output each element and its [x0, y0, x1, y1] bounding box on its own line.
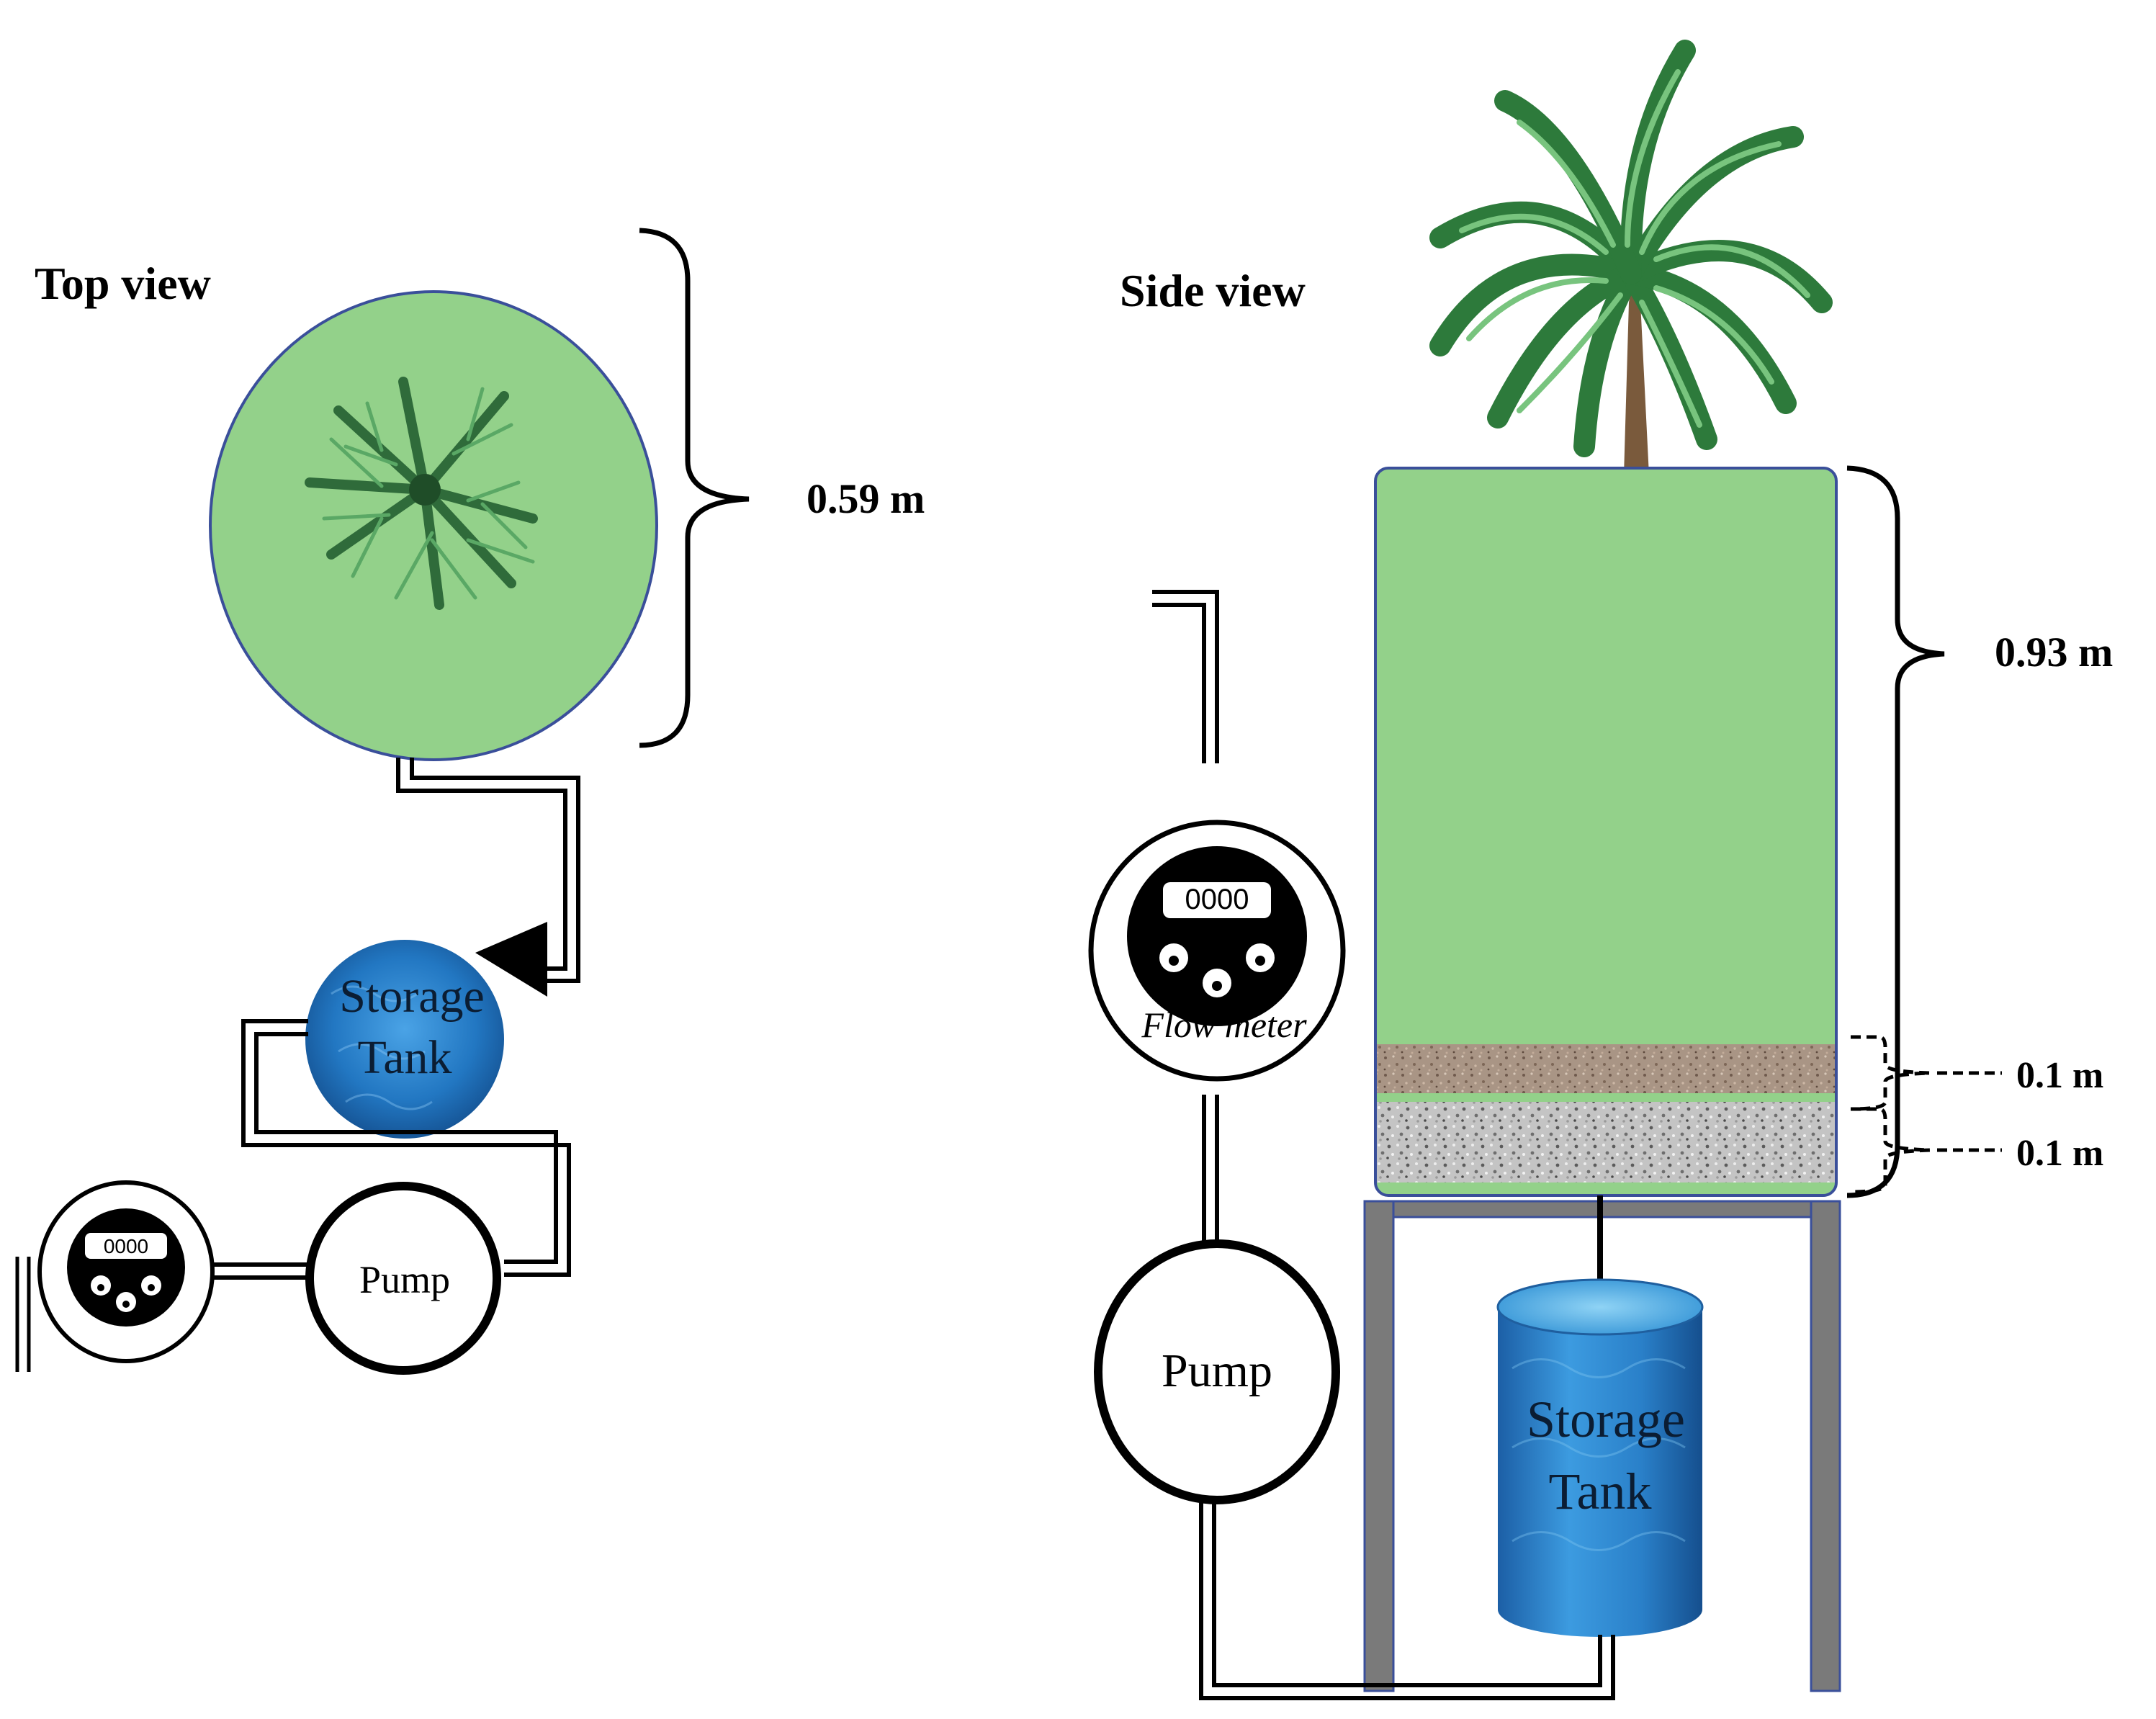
top-view: Top view	[15, 228, 925, 1375]
top-view-dimension-brace	[639, 228, 750, 748]
side-view: Side view	[1088, 40, 2113, 1700]
top-view-title: Top view	[35, 258, 211, 309]
palm-tree-icon	[1429, 40, 1833, 475]
flow-meter-icon: 0000	[67, 1208, 185, 1327]
side-storage-tank-label-line1: Storage	[1527, 1391, 1685, 1448]
flow-meter-label: Flow meter	[1141, 1005, 1307, 1045]
side-view-meter-pipe	[1202, 1095, 1219, 1244]
top-view-pump-label: Pump	[359, 1258, 450, 1301]
planter-stand	[1363, 1200, 1841, 1692]
brown-gravel-layer	[1377, 1044, 1835, 1093]
palm-top-icon	[305, 377, 538, 610]
layer-dimension-braces	[1850, 1035, 2002, 1194]
layer2-label: 0.1 m	[2016, 1133, 2103, 1174]
side-view-height-brace	[1846, 465, 1945, 1198]
top-view-meter-pipe	[202, 1262, 311, 1280]
flow-meter-icon: 0000	[1127, 846, 1307, 1026]
side-view-title: Side view	[1120, 265, 1306, 316]
top-view-inflow-arrow	[475, 922, 547, 997]
side-view-inlet-pipe	[1152, 590, 1219, 763]
top-storage-tank-label-line1: Storage	[339, 970, 485, 1023]
water-ripples	[331, 985, 433, 1110]
side-view-return-pipe	[1199, 1498, 1615, 1700]
top-meter-display: 0000	[104, 1235, 148, 1257]
grey-gravel-layer	[1377, 1102, 1835, 1182]
side-storage-tank-label-line2: Tank	[1549, 1463, 1652, 1520]
side-meter-display: 0000	[1185, 884, 1249, 915]
top-view-diameter-label: 0.59 m	[807, 475, 925, 522]
layer1-label: 0.1 m	[2016, 1055, 2103, 1096]
top-view-inlet-pipe	[15, 1257, 31, 1372]
side-view-planter	[1374, 467, 1838, 1197]
storage-tank-icon	[305, 940, 504, 1139]
top-view-return-pipe	[241, 1019, 571, 1277]
side-view-height-label: 0.93 m	[1995, 629, 2113, 676]
side-storage-tank-icon	[1496, 1278, 1704, 1637]
top-storage-tank-label-line2: Tank	[357, 1031, 452, 1084]
side-view-pump-label: Pump	[1162, 1345, 1272, 1397]
top-view-drain-pipe	[396, 758, 580, 983]
